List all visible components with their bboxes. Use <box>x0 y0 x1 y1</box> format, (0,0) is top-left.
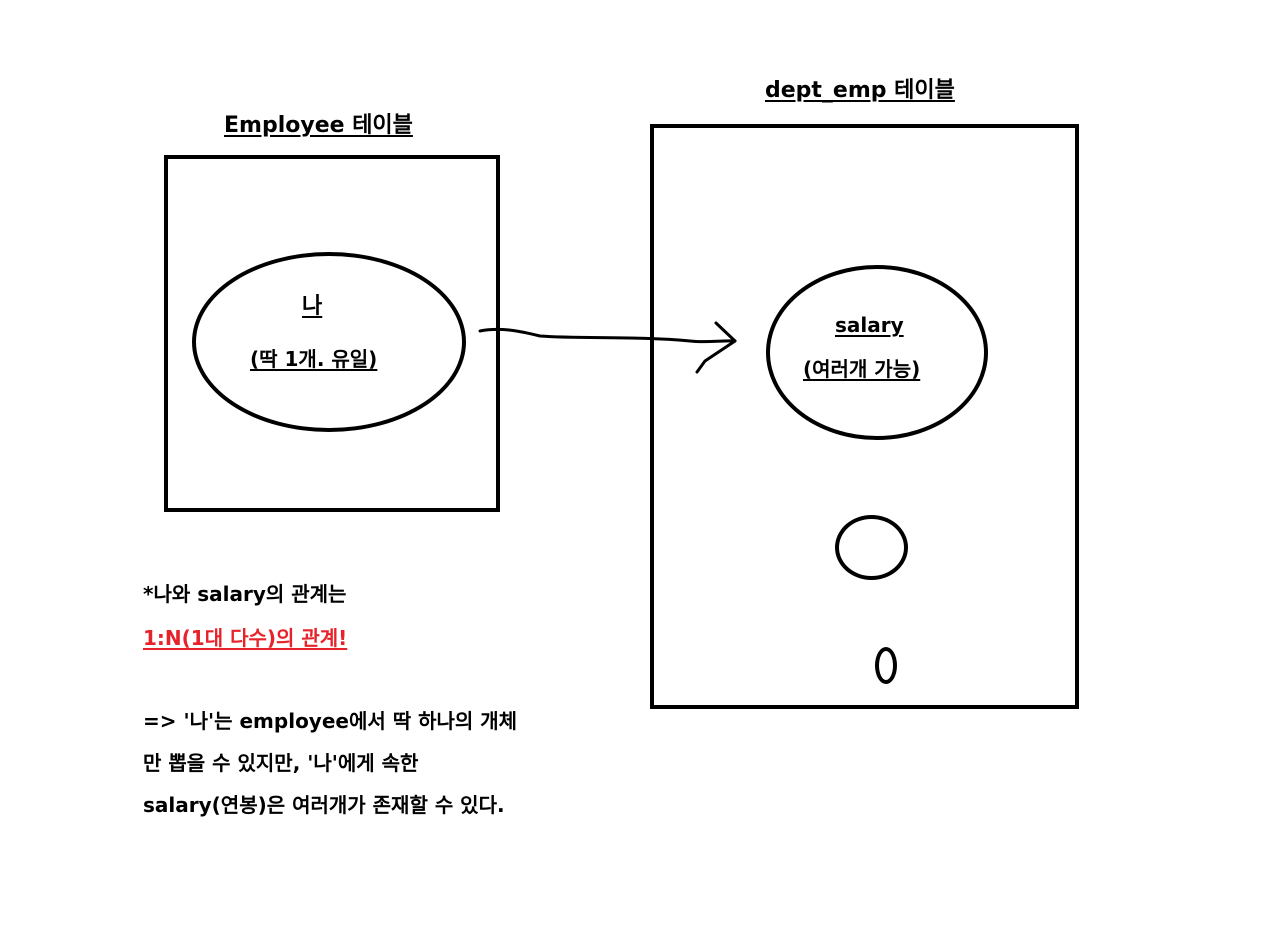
employee-table-title: Employee 테이블 <box>224 113 413 138</box>
salary-record-ellipse <box>766 265 988 440</box>
relation-highlight-line: 1:N(1대 다수)의 관계! <box>143 626 348 650</box>
salary-record-label: salary <box>835 313 904 337</box>
dept-emp-table-box <box>650 124 1079 709</box>
explanation-line: 만 뽑을 수 있지만, '나'에게 속한 <box>143 751 419 775</box>
dept-emp-table-title: dept_emp 테이블 <box>765 78 955 103</box>
relation-arrow-line <box>478 327 737 344</box>
explanation-line: salary(연봉)은 여러개가 존재할 수 있다. <box>143 793 505 817</box>
employee-table-box <box>164 155 500 512</box>
employee-record-label: 나 <box>302 294 323 319</box>
employee-record-note: (딱 1개. 유일) <box>250 347 378 371</box>
relation-arrow-head <box>695 321 737 374</box>
salary-record-note: (여러개 가능) <box>803 357 921 381</box>
employee-record-ellipse <box>192 252 466 432</box>
relation-note-line: *나와 salary의 관계는 <box>143 582 347 606</box>
explanation-line: => '나'는 employee에서 딱 하나의 개체 <box>143 709 518 733</box>
salary-record-ellipse-small <box>835 515 908 580</box>
salary-record-ellipse-tiny <box>875 647 897 684</box>
